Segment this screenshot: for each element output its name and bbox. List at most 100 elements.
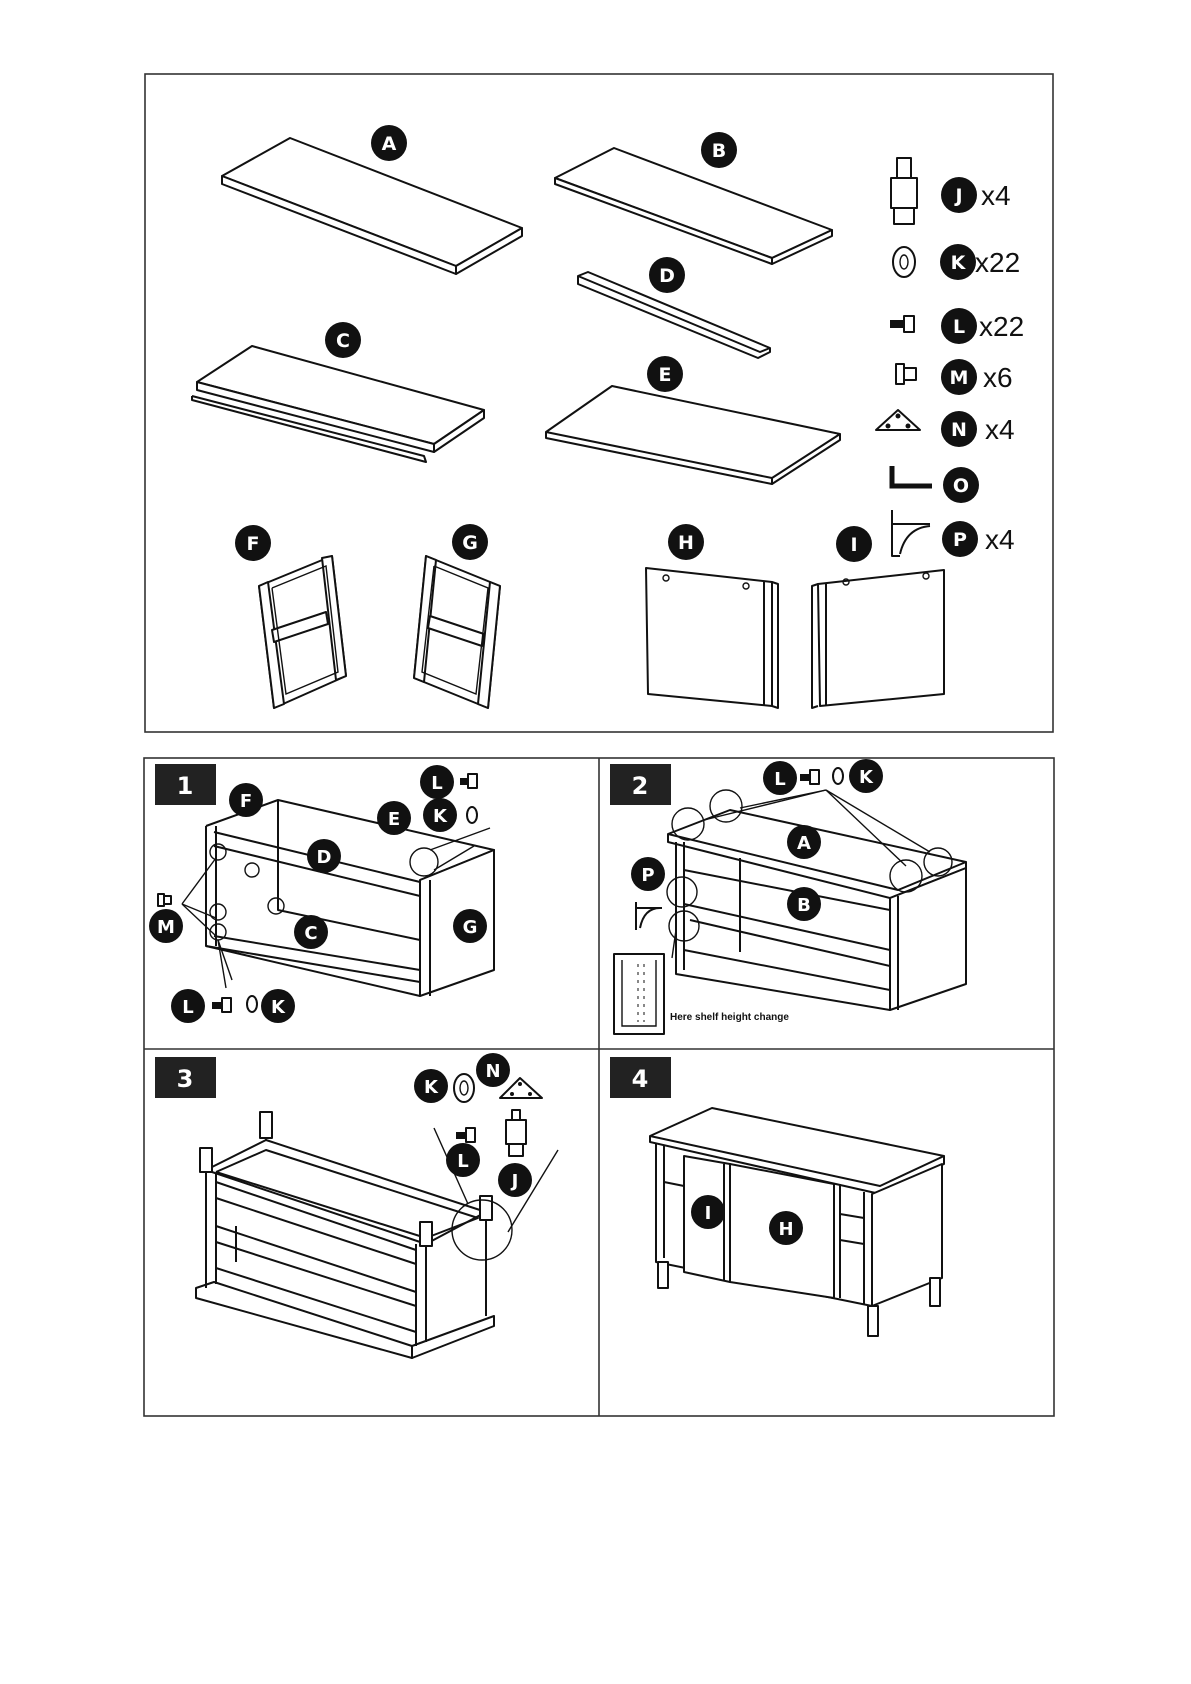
svg-text:B: B xyxy=(797,895,811,916)
step-1-washer-icon xyxy=(467,807,477,823)
svg-text:A: A xyxy=(382,133,397,155)
svg-text:L: L xyxy=(182,997,193,1018)
label-d: D xyxy=(649,257,685,293)
step-1-label-l-bottom: L xyxy=(171,989,205,1023)
step-2-label-a: A xyxy=(787,825,821,859)
svg-text:3: 3 xyxy=(177,1065,194,1093)
svg-text:P: P xyxy=(953,529,967,551)
bolt-l-icon xyxy=(890,316,914,332)
label-k: K xyxy=(940,244,976,280)
svg-text:N: N xyxy=(485,1061,500,1082)
label-a: A xyxy=(371,125,407,161)
washer-k-icon xyxy=(893,247,915,277)
label-o: O xyxy=(943,467,979,503)
part-g-side-frame xyxy=(414,556,500,708)
part-h-door xyxy=(646,568,778,708)
svg-text:F: F xyxy=(240,791,252,812)
step-3-label-n: N xyxy=(476,1053,510,1087)
svg-text:O: O xyxy=(953,475,969,497)
qty-n: x4 xyxy=(985,414,1015,445)
shelf-height-note: Here shelf height change xyxy=(670,1012,789,1023)
label-m: M xyxy=(941,359,977,395)
svg-text:D: D xyxy=(659,265,675,287)
svg-text:K: K xyxy=(433,806,448,827)
label-e: E xyxy=(647,356,683,392)
step-1-label-g: G xyxy=(453,909,487,943)
svg-text:L: L xyxy=(457,1151,468,1172)
svg-text:J: J xyxy=(953,185,962,207)
svg-text:E: E xyxy=(388,809,400,830)
qty-l: x22 xyxy=(979,311,1024,342)
step-4-label-i: I xyxy=(691,1195,725,1229)
step-3-label-j: J xyxy=(498,1163,532,1197)
label-g: G xyxy=(452,524,488,560)
step-3-bracket-icon xyxy=(500,1078,542,1098)
step-2-label-k: K xyxy=(849,759,883,793)
qty-k: x22 xyxy=(975,247,1020,278)
part-i-door xyxy=(812,570,944,708)
angle-o-icon xyxy=(892,466,932,486)
step-3-badge: 3 xyxy=(155,1057,216,1098)
label-p: P xyxy=(942,521,978,557)
svg-text:D: D xyxy=(317,847,332,868)
svg-text:E: E xyxy=(659,364,672,386)
step-3-foot-icon xyxy=(506,1110,526,1156)
svg-text:P: P xyxy=(641,865,654,886)
step-2-badge: 2 xyxy=(610,764,671,805)
svg-text:I: I xyxy=(705,1203,712,1224)
svg-text:K: K xyxy=(271,997,286,1018)
step-1-bolt-icon xyxy=(460,774,477,788)
step-1-label-k-top: K xyxy=(423,798,457,832)
screw-m-icon xyxy=(896,364,916,384)
step-3-bolt-icon xyxy=(456,1128,475,1142)
svg-text:C: C xyxy=(304,923,317,944)
label-f: F xyxy=(235,525,271,561)
step-2-shelf-clip-icon xyxy=(636,902,662,930)
svg-text:B: B xyxy=(712,140,726,162)
step-1-label-k-bottom: K xyxy=(261,989,295,1023)
step-1-screw-m-icon xyxy=(158,894,171,906)
svg-text:C: C xyxy=(336,330,350,352)
step-1-label-f: F xyxy=(229,783,263,817)
svg-text:K: K xyxy=(859,767,874,788)
part-b-shelf xyxy=(555,148,832,264)
step-1-bolt-bottom-icon xyxy=(212,998,231,1012)
step-1-label-m: M xyxy=(149,909,183,943)
svg-text:4: 4 xyxy=(632,1065,649,1093)
svg-text:M: M xyxy=(950,367,969,389)
step-1-label-c: C xyxy=(294,915,328,949)
step-4-badge: 4 xyxy=(610,1057,671,1098)
svg-text:I: I xyxy=(850,534,857,556)
svg-text:H: H xyxy=(678,532,694,554)
label-h: H xyxy=(668,524,704,560)
step-2-label-b: B xyxy=(787,887,821,921)
qty-j: x4 xyxy=(981,180,1011,211)
label-c: C xyxy=(325,322,361,358)
part-f-side-frame xyxy=(259,556,346,708)
label-b: B xyxy=(701,132,737,168)
svg-text:L: L xyxy=(774,769,785,790)
step-1-badge: 1 xyxy=(155,764,216,805)
step-1-washer-bottom-icon xyxy=(247,996,257,1012)
svg-text:L: L xyxy=(953,316,965,338)
step-2-washer-icon xyxy=(833,768,843,784)
svg-text:A: A xyxy=(797,833,811,854)
step-2-shelf-height-detail xyxy=(614,954,664,1034)
svg-text:N: N xyxy=(951,419,967,441)
part-c-bottom-shelf xyxy=(192,346,484,462)
step-3-label-k: K xyxy=(414,1069,448,1103)
step-3-label-l: L xyxy=(446,1143,480,1177)
part-a-top-panel xyxy=(222,138,522,274)
step-2-bolt-icon xyxy=(800,770,819,784)
qty-m: x6 xyxy=(983,362,1013,393)
step-3-washer-icon xyxy=(454,1074,474,1102)
step-3-illustration xyxy=(196,1112,558,1358)
label-l: L xyxy=(941,308,977,344)
svg-text:2: 2 xyxy=(632,772,649,800)
label-j: J xyxy=(941,177,977,213)
step-4-label-h: H xyxy=(769,1211,803,1245)
label-n: N xyxy=(941,411,977,447)
label-i: I xyxy=(836,526,872,562)
step-2-label-p: P xyxy=(631,857,665,891)
